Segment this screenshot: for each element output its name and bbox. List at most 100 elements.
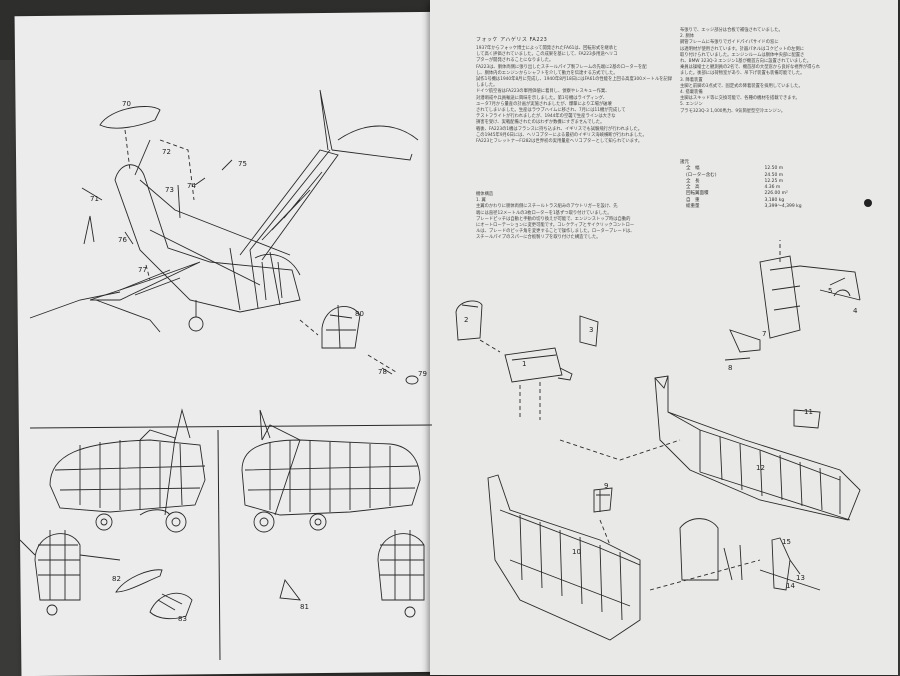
callout-number: 12 bbox=[756, 464, 765, 472]
callout-number: 2 bbox=[464, 316, 469, 324]
intro-line: し、胴体内のエンジンからシャフトを介して動力を伝達する方式でした。 bbox=[476, 70, 618, 76]
callout-number: 4 bbox=[853, 307, 858, 315]
intro-text: 1937年からフォッケ博士によって開発されたFA61は、回転形式を継承と して高… bbox=[476, 46, 676, 145]
section-title: 機体構造 bbox=[476, 192, 494, 197]
intro-line: 1937年からフォッケ博士によって開発されたFA61は、回転形式を継承と bbox=[476, 46, 618, 51]
right-line: は透明材が使用されています。計器パネルはコクピットの左側に bbox=[680, 46, 805, 52]
callout-number: 79 bbox=[418, 370, 427, 378]
right-line: 乗員は操縦士と観測員の2名で、機首部の大型窓から良好な視界が得られ bbox=[680, 65, 821, 71]
intro-line: ドイツ航空省はFA223の軍用価値に着目し、偵察やレスキュー作業、 bbox=[476, 89, 610, 95]
right-line: 5. エンジン bbox=[680, 102, 703, 108]
spec-value: 24.50 m bbox=[764, 172, 784, 178]
spec-value: 4.36 m bbox=[764, 185, 781, 191]
callout-number: 13 bbox=[796, 574, 805, 582]
spec-label: 全 幅 bbox=[686, 166, 700, 172]
spec-value: 226.00 m² bbox=[764, 191, 788, 197]
callout-number: 73 bbox=[165, 186, 174, 194]
right-line: 鋼管フレームに布張りでガイドパイパサイドの窓に bbox=[680, 40, 779, 46]
spec-label: (ローター含む) bbox=[686, 172, 717, 178]
intro-line: 戦後、FA223の1機はフランスに持ち込まれ、イギリスでも試験飛行が行われました… bbox=[476, 126, 643, 132]
right-line: ました。後部には荷物室があり、吊下げ装置も装備可能でした。 bbox=[680, 71, 805, 77]
front-view-right bbox=[377, 530, 425, 618]
intro-line: 損害を受け、実戦配備されたのはわずか数機にすぎませんでした。 bbox=[476, 120, 605, 126]
spec-row: 総重量 3,399～4,399 kg bbox=[680, 204, 820, 210]
spec-label: 全 長 bbox=[686, 178, 700, 184]
spec-value: 12.50 m bbox=[764, 166, 784, 172]
body-line: 端には直径12メートルの3枚ローターを1基ずつ取り付けていました。 bbox=[476, 210, 612, 216]
fuselage-front-section bbox=[487, 474, 641, 641]
intro-line: して高く評価されていました。この成果を基にして、FA223多用途ヘリコ bbox=[476, 52, 618, 58]
callout-number: 8 bbox=[728, 364, 733, 372]
intro-line: この1945年9月6日には、ヘリコプターによる最初のイギリス海峡横断が行われまし… bbox=[476, 132, 647, 138]
right-line: 主脚はスキッド等に交換可能で、各種の機材を搭載できます。 bbox=[680, 96, 800, 102]
right-line: 4. 搭載装備 bbox=[680, 90, 703, 96]
body-line: ブレードピッチは自動と手動の切り換えが可能で、エンジンストップ時は自動的 bbox=[476, 216, 631, 222]
callout-number: 7 bbox=[762, 330, 767, 338]
spec-row: 全 幅 12.50 m bbox=[680, 166, 820, 172]
callout-number: 1 bbox=[522, 360, 527, 368]
body-line: 主翼のかわりに胴体両側にスチールトラス組みのアウトリガーを設け、先 bbox=[476, 204, 618, 210]
body-line: ルは、ブレードのピッチ角を変更することで操作しました。ローターブレードは、 bbox=[476, 229, 635, 235]
callout-number: 80 bbox=[355, 310, 364, 318]
callout-number: 10 bbox=[572, 548, 581, 556]
callout-number: 81 bbox=[300, 603, 309, 611]
spec-row: 全 高 4.36 m bbox=[680, 185, 820, 191]
callout-number: 9 bbox=[604, 482, 609, 490]
right-line: ブラモ323Q-3 1,000馬力、9気筒星型空冷エンジン。 bbox=[680, 108, 786, 114]
callout-number: 76 bbox=[118, 236, 127, 244]
spec-row: (ローター含む) 24.50 m bbox=[680, 173, 820, 179]
spec-value: 3,180 kg bbox=[764, 197, 785, 203]
callout-number: 72 bbox=[162, 148, 171, 156]
right-line: 取り付けられていました。エンジンルームは胴体中央部に配置さ bbox=[680, 52, 805, 58]
body-line: にオートローテーションに変更可能です。コレクティブとサイクリックコントロー bbox=[476, 223, 635, 229]
intro-line: 試作1号機は1940年8月に完成し、1940年8月18日にはFA61の性能を上回… bbox=[476, 77, 673, 89]
specs-heading: 諸元 bbox=[680, 160, 689, 165]
callout-number: 75 bbox=[238, 160, 247, 168]
callout-number: 70 bbox=[122, 100, 131, 108]
spec-label: 回転翼面積 bbox=[686, 191, 709, 197]
callout-number: 14 bbox=[786, 582, 795, 590]
spec-label: 全 高 bbox=[686, 185, 700, 191]
intro-line: プターが開発されることになりました。 bbox=[476, 58, 554, 64]
intro-line: FA223とフレットナーFl282は世界初の実用量産ヘリコプターとして知られてい… bbox=[476, 139, 643, 145]
page-title: フォッケ アハゲリス FA223 bbox=[476, 37, 548, 43]
intro-line: FA223は、胴体両側に張り出したスチールパイプ製フレームの先端に2基のローター… bbox=[476, 64, 647, 70]
section-subtitle: 1. 翼 bbox=[476, 198, 486, 204]
callout-number: 74 bbox=[187, 182, 196, 190]
right-line: 3. 降着装置 bbox=[680, 77, 703, 83]
fuselage-rear-section bbox=[654, 375, 861, 521]
spec-value: 12.25 m bbox=[764, 178, 784, 184]
spec-label: 自 重 bbox=[686, 197, 700, 203]
right-column-text: 布張りで、エッジ部分は合板で補強されていました。 2. 胴体 鋼管フレームに布張… bbox=[680, 28, 860, 115]
right-line: 主脚と前脚の3点式で、固定式の降着装置を採用していました。 bbox=[680, 83, 803, 89]
callout-number: 82 bbox=[112, 575, 121, 583]
right-line: れ、BMW 323Q-3 エンジン1基が機首方向に設置されていました。 bbox=[680, 59, 812, 65]
right-line: 2. 胴体 bbox=[680, 34, 695, 40]
spec-label: 総重量 bbox=[686, 204, 700, 210]
callout-number: 15 bbox=[782, 538, 791, 546]
front-view-left bbox=[19, 530, 121, 616]
structure-text: 機体構造 1. 翼 主翼のかわりに胴体両側にスチールトラス組みのアウトリガーを設… bbox=[476, 192, 676, 242]
body-line: スチールパイプのスパーに合板製リブを取り付けた構造でした。 bbox=[476, 235, 601, 241]
right-sheet bbox=[430, 0, 898, 675]
callout-number: 71 bbox=[90, 195, 99, 203]
callout-number: 11 bbox=[804, 408, 813, 416]
spec-row: 全 長 12.25 m bbox=[680, 179, 820, 185]
callout-number: 3 bbox=[589, 326, 594, 334]
callout-number: 77 bbox=[138, 266, 147, 274]
spec-row: 回転翼面積 226.00 m² bbox=[680, 191, 820, 197]
spec-value: 3,399～4,399 kg bbox=[764, 204, 802, 210]
intro-line: テストフライトが行われましたが、1944年の空襲で生産ラインは大きな bbox=[476, 114, 616, 120]
side-view-right bbox=[241, 409, 421, 533]
helicopter-main-illustration bbox=[29, 89, 419, 385]
intro-line: されてしまいました。生産はラウプハイムに移され、7月には11機が完成して bbox=[476, 108, 626, 114]
intro-line: 対潜哨戒や兵員輸送に興味を示しました。第1号機はライディング、 bbox=[476, 95, 608, 101]
specifications-table: 諸元 全 幅 12.50 m (ローター含む) 24.50 m 全 長 12.25 m… bbox=[680, 160, 820, 210]
callout-number: 78 bbox=[378, 368, 387, 376]
callout-number: 5 bbox=[828, 287, 833, 295]
right-line: 布張りで、エッジ部分は合板で補強されていました。 bbox=[680, 28, 783, 33]
intro-line: ユータ7月から量産の計画が実施されましたが、爆撃により工場が破壊 bbox=[476, 101, 612, 107]
callout-number: 83 bbox=[178, 615, 187, 623]
side-view-left bbox=[49, 408, 206, 533]
